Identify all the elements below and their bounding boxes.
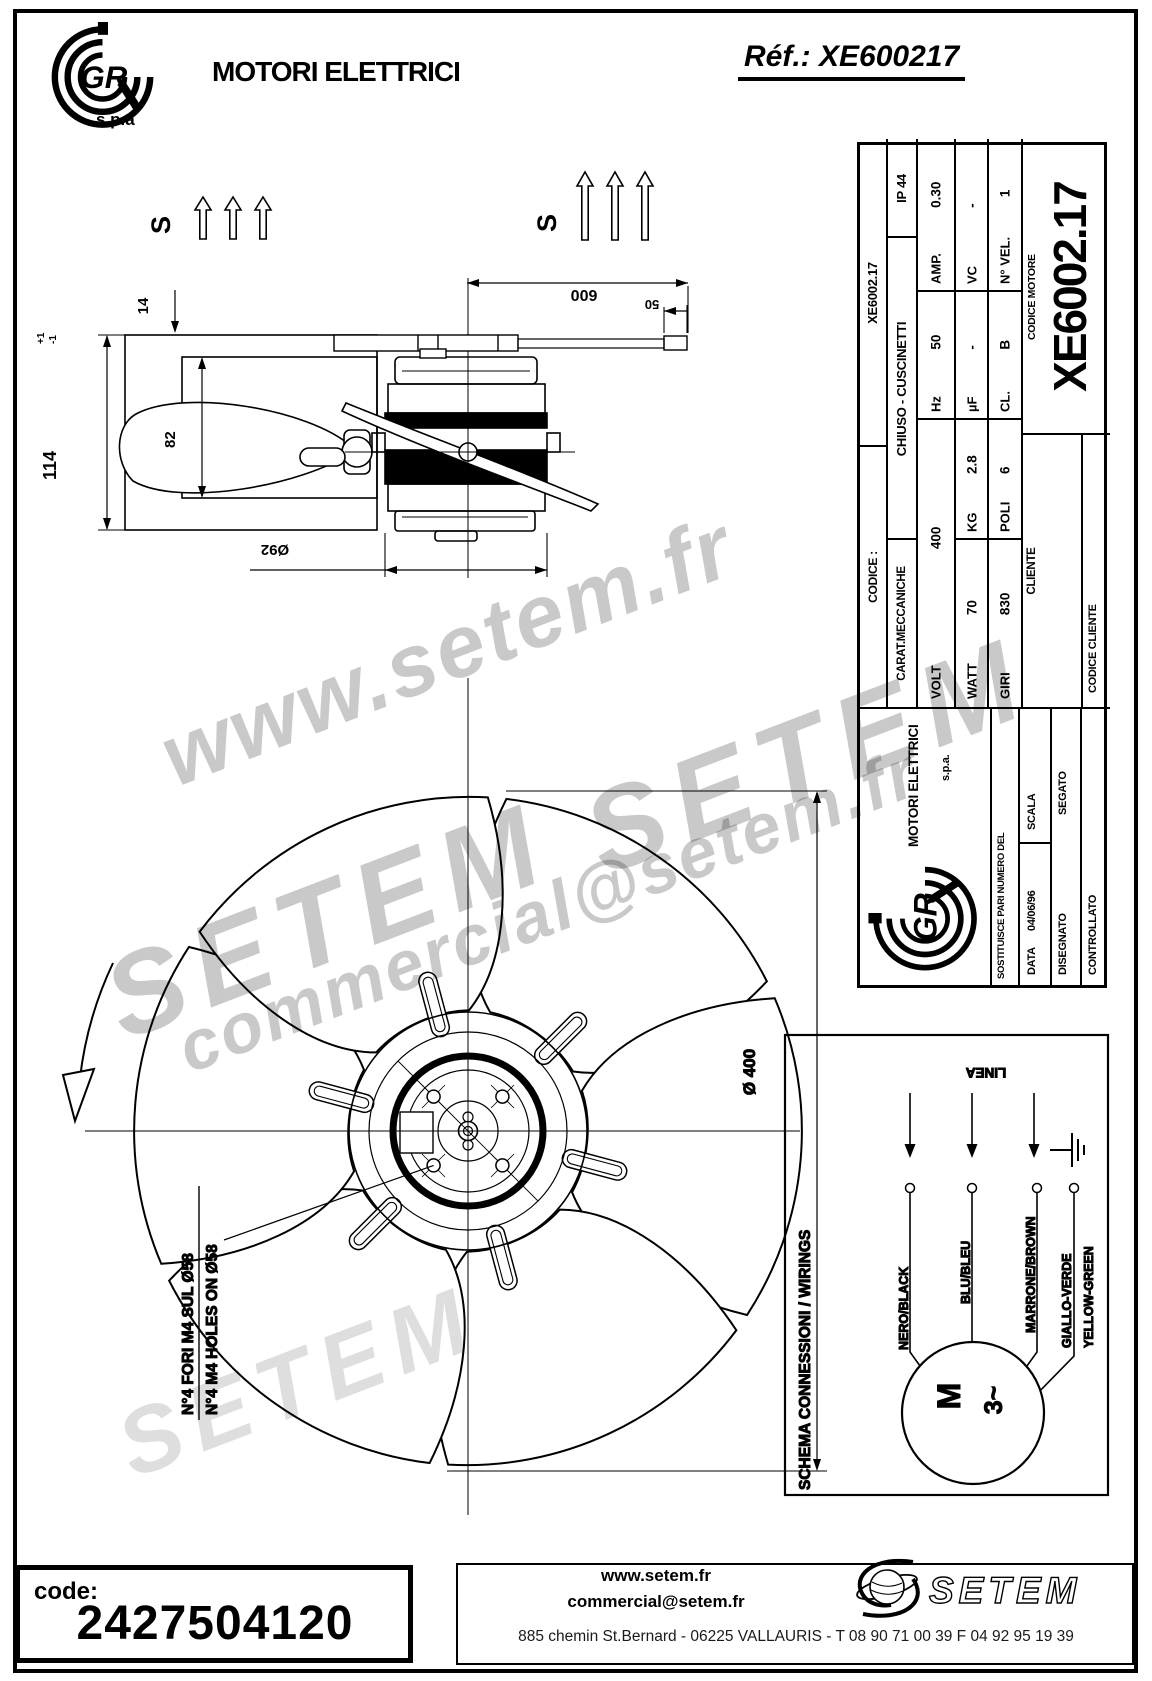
motor-cable: [333, 334, 688, 359]
brand-title: MOTORI ELETTRICI: [212, 56, 461, 87]
footer-website: www.setem.fr: [601, 1566, 711, 1585]
dim-82: 82: [162, 357, 206, 498]
svg-text:Ø92: Ø92: [261, 541, 289, 558]
svg-text:600: 600: [571, 286, 598, 303]
dim-400: Ø 400: [447, 790, 827, 1472]
svg-text:50: 50: [645, 297, 659, 312]
setem-logo: SETEM: [856, 1558, 1081, 1618]
svg-text:N°4 M4 HOLES ON Ø58: N°4 M4 HOLES ON Ø58: [204, 1244, 221, 1415]
fan-blades: [133, 795, 803, 1467]
svg-text:GR: GR: [907, 893, 943, 941]
svg-text:Ø 400: Ø 400: [740, 1049, 759, 1095]
wire-label-black: NERO/BLACK: [897, 1267, 911, 1350]
hub-pin: [299, 447, 346, 467]
title-block-table: GR MOTORI ELETTRICI s.p.a. SOSTITUISCE P…: [857, 139, 1110, 988]
setem-logo-text: SETEM: [929, 1570, 1081, 1611]
gr-logo-small: GR: [868, 866, 977, 971]
motor-symbol: [900, 1340, 1046, 1486]
svg-text:+1: +1: [36, 332, 47, 344]
wire-label-brown: MARRONE/BROWN: [1024, 1216, 1038, 1333]
fan-front-view: N°4 FORI M4 SUL Ø58 N°4 M4 HOLES ON Ø58 …: [61, 678, 827, 1515]
code-label: code:: [34, 1578, 99, 1605]
dim-600: 600: [467, 279, 689, 333]
airflow-arrows-left: [193, 195, 273, 240]
code-value: 2427504120: [76, 1597, 354, 1650]
terminal-box-outline: [399, 1111, 434, 1154]
svg-text:82: 82: [162, 431, 179, 448]
motor-phase: 3~: [980, 1386, 1008, 1415]
svg-text:114: 114: [40, 451, 60, 480]
dim-50: 50: [645, 297, 688, 333]
dim-114: 114 +1 -1: [36, 332, 125, 531]
terminals: [904, 1182, 1080, 1194]
footer-band: [456, 1563, 1134, 1665]
airflow-label-left: S: [146, 216, 176, 234]
wire-label-yellowgreen-en: YELLOW-GREEN: [1082, 1246, 1096, 1348]
line-arrows: [904, 1093, 1040, 1158]
earth-icon: [1050, 1133, 1085, 1167]
footer-email: commercial@setem.fr: [567, 1592, 745, 1611]
title-block: GR MOTORI ELETTRICI s.p.a. SOSTITUISCE P…: [860, 709, 1110, 985]
rotation-arrow: [61, 962, 114, 1125]
svg-text:N°4 FORI M4 SUL Ø58: N°4 FORI M4 SUL Ø58: [180, 1253, 197, 1415]
dim-92: Ø92: [250, 533, 548, 577]
bolt-holes: [421, 1084, 515, 1178]
airflow-arrows-right: [575, 170, 655, 241]
wire-label-blue: BLU/BLEU: [959, 1241, 973, 1304]
wiring-box: [783, 1033, 1110, 1497]
wiring-diagram: SCHEMA CONNESSIONI / WIRINGS LINEA: [783, 1033, 1110, 1497]
wiring-title: SCHEMA CONNESSIONI / WIRINGS: [797, 1230, 814, 1490]
svg-text:-1: -1: [48, 335, 59, 344]
code-box: code: 2427504120: [15, 1565, 413, 1663]
reference-number: Réf.: XE600217: [738, 40, 966, 81]
dim-14: 14: [135, 290, 179, 333]
airflow-label-right: S: [532, 214, 562, 232]
hub-slots: [308, 971, 628, 1291]
company-suffix: s.p.a: [96, 110, 135, 129]
gr-letters: GR: [81, 60, 128, 95]
linea-label: LINEA: [965, 1065, 1006, 1080]
wire-label-yellowgreen-it: GIALLO-VERDE: [1060, 1254, 1074, 1348]
svg-text:14: 14: [135, 297, 152, 314]
gr-logo: GR: [51, 22, 154, 128]
motor-letter: M: [931, 1383, 967, 1410]
side-view: S S: [36, 170, 689, 578]
footer-address: 885 chemin St.Bernard - 06225 VALLAURIS …: [518, 1628, 1074, 1645]
page-border: [13, 9, 1138, 1673]
holes-note: N°4 FORI M4 SUL Ø58 N°4 M4 HOLES ON Ø58: [180, 1186, 222, 1420]
